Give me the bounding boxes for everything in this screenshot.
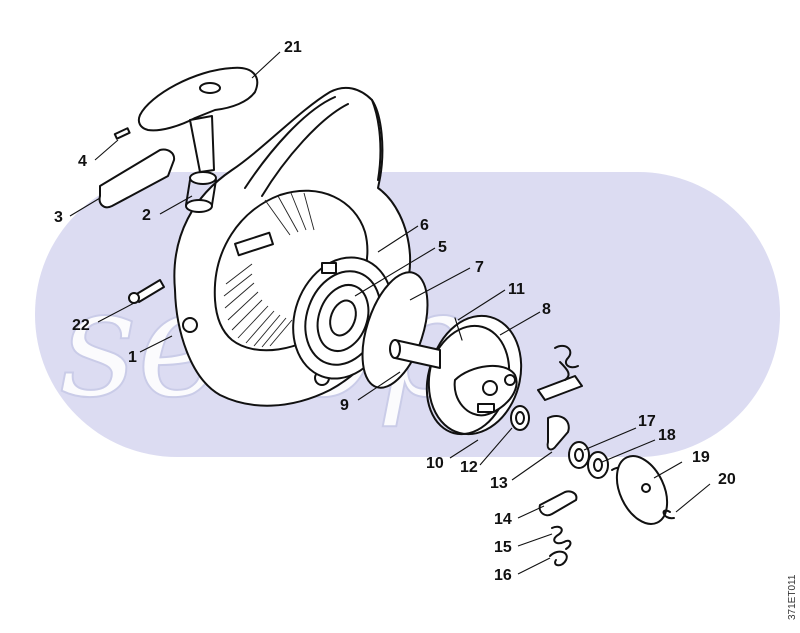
callout-13: 13 bbox=[490, 475, 508, 492]
screw bbox=[128, 279, 165, 304]
pawl-14 bbox=[538, 490, 578, 517]
callouts: 21 4 3 2 6 5 7 11 8 22 1 9 10 12 13 17 1… bbox=[54, 39, 736, 584]
callout-2: 2 bbox=[142, 207, 151, 224]
pawl bbox=[546, 414, 570, 451]
callout-8: 8 bbox=[542, 301, 551, 318]
starter-grip bbox=[137, 66, 259, 173]
e-clip bbox=[662, 509, 675, 520]
callout-19: 19 bbox=[692, 449, 710, 466]
callout-4: 4 bbox=[78, 153, 87, 170]
callout-11: 11 bbox=[508, 281, 525, 298]
callout-10: 10 bbox=[426, 455, 444, 472]
starter-line-art bbox=[98, 66, 675, 567]
callout-7: 7 bbox=[475, 259, 484, 276]
cover-plate bbox=[98, 148, 176, 209]
callout-12: 12 bbox=[460, 459, 478, 476]
clip-16 bbox=[549, 550, 568, 567]
washer-17 bbox=[568, 441, 590, 469]
pawl-clip-top bbox=[537, 344, 583, 401]
washer bbox=[510, 405, 530, 431]
callout-22: 22 bbox=[72, 317, 90, 334]
washer-18 bbox=[587, 451, 609, 479]
callout-6: 6 bbox=[420, 217, 429, 234]
pin bbox=[113, 127, 131, 140]
callout-16: 16 bbox=[494, 567, 512, 584]
rope-end bbox=[454, 317, 463, 341]
callout-20: 20 bbox=[718, 471, 736, 488]
callout-1: 1 bbox=[128, 349, 137, 366]
callout-9: 9 bbox=[340, 397, 349, 414]
rope-rotor bbox=[389, 314, 523, 436]
callout-5: 5 bbox=[438, 239, 447, 256]
spring-15 bbox=[551, 525, 572, 550]
callout-21: 21 bbox=[284, 39, 302, 56]
fan-hatching bbox=[223, 192, 315, 348]
drawing-code: 371ET011 bbox=[787, 574, 798, 620]
callout-17: 17 bbox=[638, 413, 656, 430]
callout-3: 3 bbox=[54, 209, 63, 226]
callout-18: 18 bbox=[658, 427, 676, 444]
callout-14: 14 bbox=[494, 511, 512, 528]
callout-15: 15 bbox=[494, 539, 512, 556]
leader-lines bbox=[69, 51, 711, 575]
